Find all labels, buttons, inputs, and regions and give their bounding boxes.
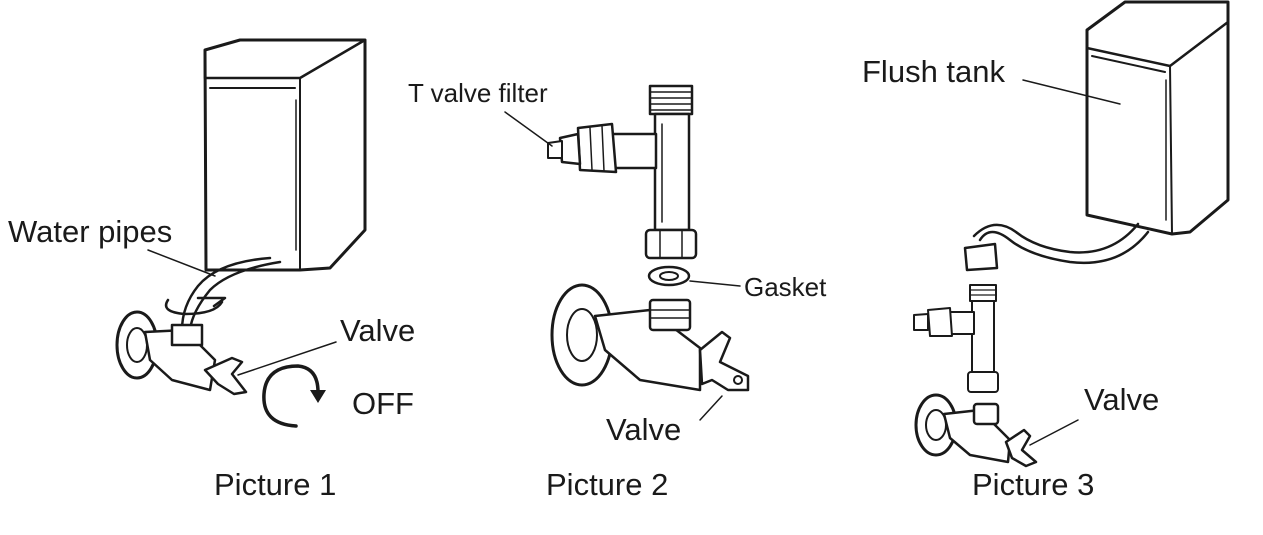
rotate-arrow-icon <box>164 296 227 316</box>
t-valve-filter <box>547 84 698 260</box>
flush-tank-label: Flush tank <box>862 54 1006 89</box>
water-pipes-label: Water pipes <box>8 214 172 249</box>
picture-1-caption: Picture 1 <box>214 467 336 502</box>
picture-3-caption: Picture 3 <box>972 467 1094 502</box>
t-valve-filter-3 <box>913 284 999 393</box>
water-pipe-3 <box>963 222 1150 272</box>
leader-water-pipes <box>147 249 216 277</box>
angle-valve-3 <box>914 393 1038 468</box>
leader-valve-2 <box>699 395 723 421</box>
flush-tank-1 <box>203 38 367 272</box>
picture-2-panel: T valve filter Gasket Valve Picture 2 <box>408 78 827 502</box>
flush-tank-3 <box>1085 0 1230 236</box>
gasket-label: Gasket <box>744 272 827 302</box>
leader-valve-3 <box>1029 419 1079 446</box>
angle-valve-1 <box>115 310 248 396</box>
valve-1-label: Valve <box>340 313 415 348</box>
gasket <box>647 265 691 287</box>
valve-3-label: Valve <box>1084 382 1159 417</box>
picture-1-panel: Water pipes Valve OFF Picture 1 <box>8 38 415 502</box>
leader-t-valve-filter <box>504 111 553 147</box>
off-rotation-arrow-icon <box>262 364 326 428</box>
picture-3-panel: Flush tank Valve Picture 3 <box>862 0 1230 502</box>
valve-2-label: Valve <box>606 412 681 447</box>
picture-2-caption: Picture 2 <box>546 467 668 502</box>
off-label: OFF <box>352 386 414 421</box>
leader-valve-1 <box>237 341 337 376</box>
leader-gasket <box>689 280 741 287</box>
t-valve-filter-label: T valve filter <box>408 78 548 108</box>
leader-flush-tank <box>1022 79 1121 105</box>
angle-valve-2 <box>550 283 750 392</box>
